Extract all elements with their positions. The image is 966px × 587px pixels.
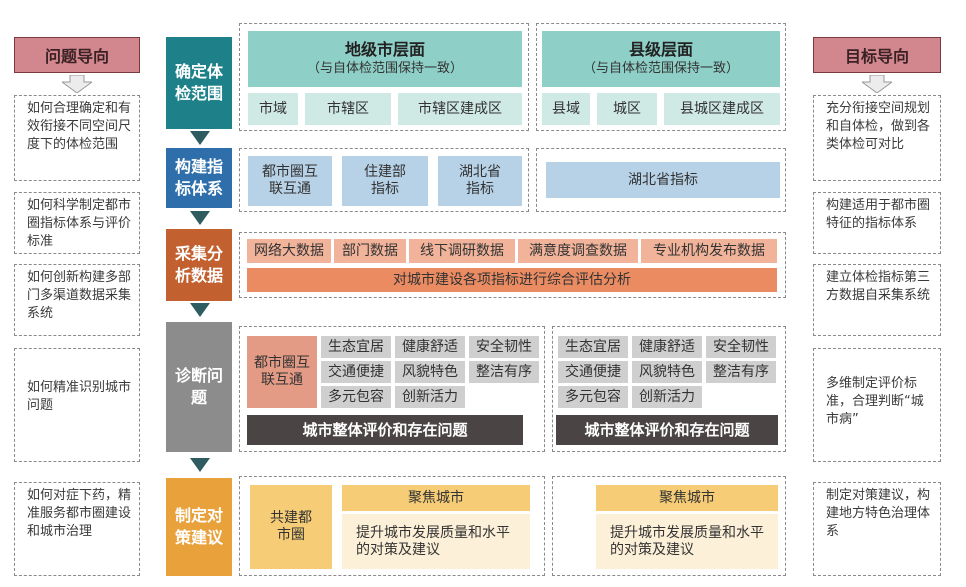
county-countermeasure-group [552,476,786,576]
city-indicator-group [239,148,529,212]
dimension-cell: 健康舒适 [395,336,465,358]
data-source-cell: 线下调研数据 [409,239,515,263]
dimension-cell: 整洁有序 [469,361,539,383]
county-diagnosis-group [552,326,786,452]
dimension-cell: 交通便捷 [321,361,391,383]
problem-orientation-header: 问题导向 [14,37,140,73]
stage-determine-scope: 确定体检范围 [166,37,232,129]
scope-cell: 县城区建成区 [664,93,780,125]
stage-collect-data: 采集分析数据 [166,229,232,301]
goal-item: 多维制定评价标准，合理判断“城市病” [813,348,941,462]
data-source-cell: 满意度调查数据 [518,239,638,263]
city-special-countermeasure: 共建都市圈 [250,485,332,569]
scope-cell: 市辖区 [305,93,391,125]
focus-city-header: 聚焦城市 [342,485,530,511]
indicator-cell: 湖北省指标 [438,156,522,206]
dimension-cell: 风貌特色 [395,361,465,383]
goal-item: 建立体检指标第三方数据自采集系统 [813,264,941,336]
stage-arrow-icon [190,303,210,317]
scope-cell: 市域 [248,93,298,125]
right-down-arrow-icon [862,75,892,93]
stage-countermeasures: 制定对策建议 [166,478,232,576]
left-down-arrow-icon [62,75,92,93]
dimension-cell: 安全韧性 [469,336,539,358]
dimension-cell: 交通便捷 [558,361,628,383]
stage-arrow-icon [190,131,210,145]
county-level-header: 县级层面 （与自体检范围保持一致） [542,31,780,87]
city-diagnosis-group [239,326,545,452]
county-level-title: 县级层面 [628,40,693,59]
goal-item: 构建适用于都市圈特征的指标体系 [813,192,941,254]
county-evaluation-result: 城市整体评价和存在问题 [556,415,778,445]
stage-arrow-icon [190,458,210,472]
problem-item: 如何创新构建多部门多渠道数据采集系统 [14,264,140,336]
problem-item: 如何合理确定和有效衔接不同空间尺度下的体检范围 [14,95,140,181]
indicator-cell: 湖北省指标 [546,162,780,198]
goal-orientation-header: 目标导向 [813,37,941,73]
data-collection-group [239,232,786,298]
data-source-cell: 网络大数据 [247,239,331,263]
city-level-subtitle: （与自体检范围保持一致） [306,61,463,76]
dimension-cell: 健康舒适 [632,336,702,358]
indicator-cell: 住建部指标 [342,156,428,206]
problem-item: 如何精准识别城市问题 [14,348,140,462]
county-level-subtitle: （与自体检范围保持一致） [582,61,739,76]
scope-cell: 市辖区建成区 [398,93,522,125]
dimension-cell: 风貌特色 [632,361,702,383]
stage-arrow-icon [190,211,210,225]
data-source-cell: 部门数据 [334,239,406,263]
problem-item: 如何科学制定都市圈指标体系与评价标准 [14,192,140,254]
dimension-cell: 安全韧性 [706,336,776,358]
indicator-cell: 都市圈互联互通 [248,156,332,206]
dimension-cell: 创新活力 [632,386,702,408]
scope-cell: 城区 [597,93,657,125]
city-special-dimension: 都市圈互联互通 [247,336,317,408]
city-level-header: 地级市层面 （与自体检范围保持一致） [248,31,522,87]
goal-item: 制定对策建议，构建地方特色治理体系 [813,482,941,576]
stage-build-indicators: 构建指标体系 [166,148,232,208]
county-scope-group [536,23,786,131]
countermeasure-description: 提升城市发展质量和水平的对策及建议 [342,514,530,569]
dimension-cell: 创新活力 [395,386,465,408]
stage-diagnose: 诊断问题 [166,322,232,452]
dimension-cell: 多元包容 [558,386,628,408]
problem-item: 如何对症下药，精准服务都市圈建设和城市治理 [14,482,140,576]
countermeasure-description: 提升城市发展质量和水平的对策及建议 [596,514,778,569]
city-level-title: 地级市层面 [344,40,425,59]
scope-cell: 县域 [542,93,590,125]
dimension-cell: 生态宜居 [321,336,391,358]
county-indicator-group [536,148,786,212]
analysis-bar: 对城市建设各项指标进行综合评估分析 [247,268,777,292]
city-evaluation-result: 城市整体评价和存在问题 [247,415,523,445]
dimension-cell: 多元包容 [321,386,391,408]
city-scope-group [239,23,529,131]
city-countermeasure-group [239,476,545,576]
focus-city-header: 聚焦城市 [596,485,778,511]
goal-item: 充分衔接空间规划和自体检，做到各类体检可对比 [813,95,941,181]
dimension-cell: 生态宜居 [558,336,628,358]
data-source-cell: 专业机构发布数据 [641,239,777,263]
dimension-cell: 整洁有序 [706,361,776,383]
